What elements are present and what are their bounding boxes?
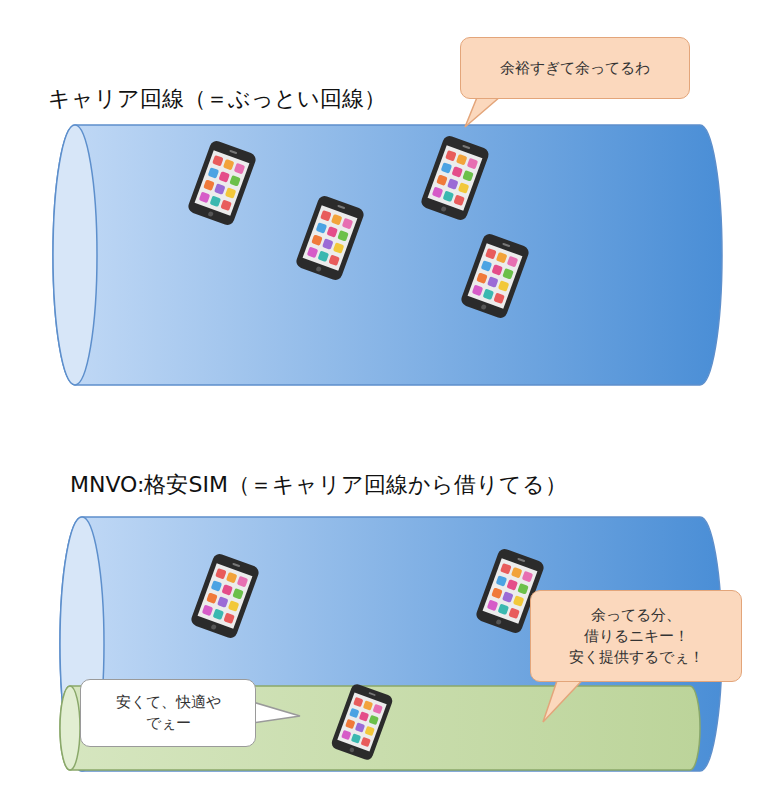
bubble-text: 余裕すぎて余ってるわ (493, 58, 658, 79)
carrier-pipe (60, 517, 722, 771)
phone-icon (459, 232, 530, 320)
bubble-text: 安くて、快適や でぇー (111, 692, 225, 734)
section-heading: キャリア回線（＝ぶっとい回線） (48, 84, 386, 114)
carrier-pipe (53, 125, 722, 385)
phone-icon (294, 194, 365, 282)
phone-icon (186, 139, 257, 227)
pipe-end (53, 125, 97, 385)
section-heading: MNVO:格安SIM（＝キャリア回線から借りてる） (70, 470, 567, 500)
speech-bubble: 安くて、快適や でぇー (80, 679, 256, 747)
bubble-text: 余ってる分、 借りるニキー！ 安く提供するでぇ！ (564, 605, 708, 668)
speech-bubble: 余ってる分、 借りるニキー！ 安く提供するでぇ！ (530, 590, 742, 682)
pipe-end (60, 686, 80, 770)
speech-bubble: 余裕すぎて余ってるわ (460, 37, 690, 99)
phone-icon (330, 682, 394, 761)
phone-icon (419, 134, 490, 222)
phone-icon (189, 552, 260, 640)
